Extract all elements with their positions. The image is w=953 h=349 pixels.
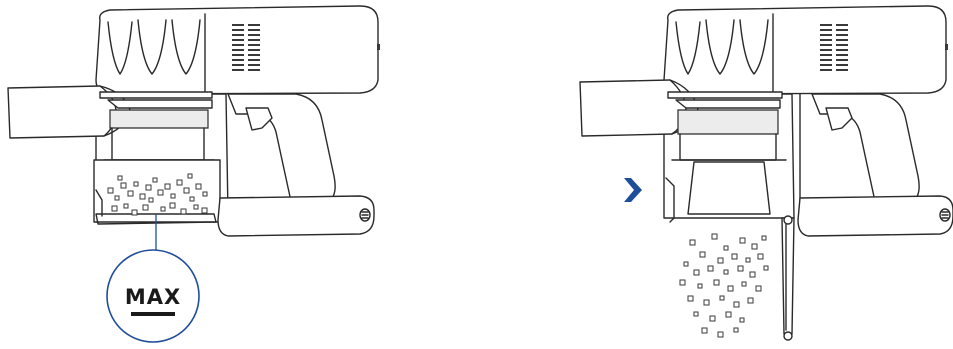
vent-grille bbox=[820, 24, 848, 71]
battery-pack bbox=[797, 195, 953, 237]
battery-pack bbox=[217, 195, 375, 237]
cyclone-housing bbox=[663, 5, 947, 95]
trigger bbox=[825, 107, 853, 131]
right-vacuum-illustration bbox=[579, 5, 953, 341]
falling-debris bbox=[679, 233, 769, 338]
max-callout-circle bbox=[106, 249, 200, 343]
debris-particles bbox=[107, 173, 208, 216]
handle-grip bbox=[227, 93, 336, 207]
max-line-marker bbox=[131, 312, 175, 316]
trigger bbox=[245, 107, 273, 131]
left-vacuum-illustration: MAX bbox=[7, 5, 380, 343]
chevron-right-icon bbox=[624, 178, 642, 202]
vent-grille bbox=[232, 24, 260, 71]
max-label: MAX bbox=[125, 285, 181, 309]
